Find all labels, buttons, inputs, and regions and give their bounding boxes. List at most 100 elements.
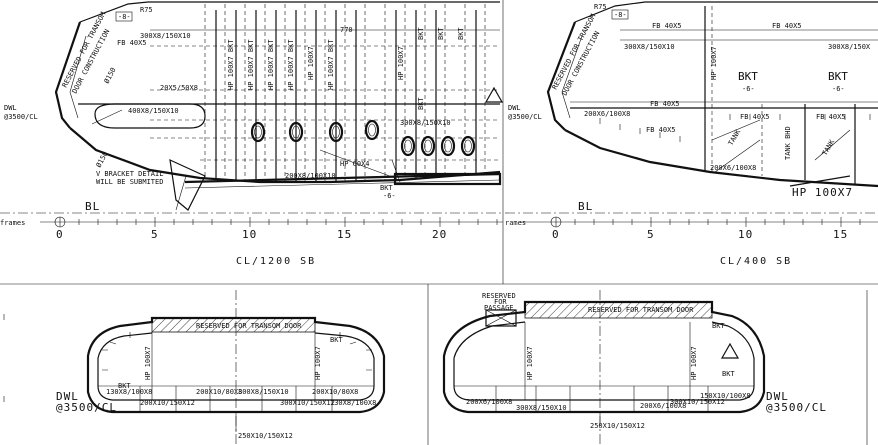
w7-label: 130X8/100X8	[330, 399, 376, 407]
hp-vert-label: HP 100X7	[710, 46, 718, 80]
right-top-view: R75 -8- FB 40X5 FB 40X5 300X8/150X10 300…	[505, 1, 878, 267]
tag-8-label: -8-	[118, 13, 131, 21]
fb-top2-label: FB 40X5	[772, 22, 802, 30]
bkt-label: BKT	[380, 184, 393, 192]
w2-label: 200X10/150X12	[140, 399, 195, 407]
bkt-b-label: BKT	[118, 382, 131, 390]
frames-label: frames	[0, 219, 25, 227]
reserved-hatch-right	[524, 301, 713, 319]
dwl-value-bl: @3500/CL	[56, 401, 117, 414]
shaft-bracket	[393, 172, 502, 186]
web-upper-label: 200X6/100X8	[584, 110, 630, 118]
tick-0: 0	[56, 228, 64, 241]
bkt-a-label-rb: BKT	[712, 322, 725, 330]
tick-5-right: 5	[647, 228, 655, 241]
web-lower-label: 200X6/100X8	[710, 164, 756, 172]
tick-0-right: 0	[552, 228, 560, 241]
vert-label-8: BKT	[417, 27, 425, 40]
right-bottom-section: RESERVED FOR TRANSOM DOOR RESERVED FOR P…	[442, 290, 868, 445]
vert-label-2: HP 100X7 BKT	[247, 39, 255, 90]
rudder-shape	[169, 158, 206, 211]
reserved-small-2: FOR	[494, 298, 507, 306]
dwl-value: @3500/CL	[4, 113, 38, 121]
fb-top-label: FB 40X5	[652, 22, 682, 30]
vert-label-7: HP 100X7	[397, 46, 405, 80]
dwl-value-right: @3500/CL	[508, 113, 542, 121]
fb-low2-label: FB 40X5	[740, 113, 770, 121]
hp-left-label: HP 100X7	[144, 346, 152, 380]
reserved-hatch-left	[151, 317, 316, 333]
tank-label: TANK	[727, 128, 743, 147]
deck-line	[79, 1, 500, 23]
dwl-label-right: DWL	[508, 104, 521, 112]
reserved-label-left: RESERVED FOR TRANSOM DOOR	[196, 322, 302, 330]
dwl-value-rb: @3500/CL	[766, 401, 827, 414]
tick-5: 5	[151, 228, 159, 241]
vert-label-11: BKT	[417, 97, 425, 110]
warning-icon	[484, 86, 504, 103]
bracket-note-1: V BRACKET DETAIL	[96, 170, 163, 178]
hp-right-label-rb: HP 100X7	[690, 346, 698, 380]
reserved-wide-label: RESERVED FOR TRANSOM DOOR	[588, 306, 694, 314]
frame-ticks-right	[555, 217, 861, 227]
w1-label-rb: 200X6/100X8	[466, 398, 512, 406]
girder-label: 400X8/150X10	[128, 107, 179, 115]
w6-label: 200X10/80X8	[312, 388, 358, 396]
w2-label-rb: 300X8/150X10	[516, 404, 567, 412]
w5-label: 300X10/150X12	[280, 399, 335, 407]
bottom-outline-right	[564, 129, 878, 188]
w4-label: 300X8/150X10	[238, 388, 289, 396]
bkt2-label: BKT	[828, 70, 848, 83]
transom-outline-right	[546, 21, 577, 131]
bottom-label-rb: 250X10/150X12	[590, 422, 645, 430]
mid-girder-label: 300X8/150X10	[400, 119, 451, 127]
tick-10: 10	[242, 228, 257, 241]
top-section-label-right: 300X8/150X10	[624, 43, 675, 51]
tick-20: 20	[432, 228, 447, 241]
top-section-label: 300X8/150X10	[140, 32, 191, 40]
left-top-view: R75 -8- 300X8/150X10 FB 40X5 20X5/50X8 4…	[0, 1, 504, 267]
tag-8-label-right: -8-	[614, 11, 627, 19]
bkt2-sub: -6-	[832, 85, 845, 93]
w3-label: 200X10/80X8	[196, 388, 242, 396]
bracket-note-2: WILL BE SUBMITED	[96, 178, 163, 186]
tick-15-right: 15	[833, 228, 848, 241]
shaft-line	[184, 172, 501, 184]
baseline-label-right: BL	[578, 200, 593, 213]
fb-mid-label: FB 40X5	[650, 100, 680, 108]
top-770-label: 770	[340, 26, 353, 34]
frame-ticks	[59, 217, 498, 227]
frame-zero-marker-right	[550, 216, 562, 228]
tank-bhd-label: TANK BHD	[784, 126, 792, 160]
w5-label-rb: 150X10/100X8	[700, 392, 751, 400]
r75-label: R75	[140, 6, 153, 14]
reserved-small-1: RESERVED	[482, 292, 516, 300]
w3-label-rb: 200X6/100X8	[640, 402, 686, 410]
vert-label-6: HP 100X7 BKT	[327, 39, 335, 90]
hull-section-right	[442, 300, 766, 414]
vert-label-3: HP 100X7 BKT	[267, 39, 275, 90]
vert-label-1: HP 100X7 BKT	[227, 39, 235, 90]
dwl-label: DWL	[4, 104, 17, 112]
vert-label-4: HP 100X7 BKT	[287, 39, 295, 90]
dwl-label-rb: DWL	[766, 390, 789, 403]
baseline-label: BL	[85, 200, 100, 213]
passage-box	[485, 309, 517, 327]
tick-15: 15	[337, 228, 352, 241]
reserved-small-3: PASSAGE	[484, 304, 514, 312]
frame-zero-marker	[54, 216, 66, 228]
caption-cl1200: CL/1200 SB	[236, 256, 316, 267]
deck-line-right	[574, 1, 878, 23]
tick-10-right: 10	[738, 228, 753, 241]
girder-opening	[94, 103, 206, 129]
top-section2-label-right: 300X8/150X	[828, 43, 871, 51]
w1-label: 130X8/100X8	[106, 388, 152, 396]
hp-left-label-rb: HP 100X7	[526, 346, 534, 380]
w4-label-rb: 300X10/150X12	[670, 398, 725, 406]
tank2-label: TANK	[821, 138, 837, 157]
top-a-label: 20X5/50X8	[160, 84, 198, 92]
r75-label-right: R75	[594, 3, 607, 11]
fb-right-label: FB 40X5	[816, 113, 846, 121]
frames-label-right: rames	[505, 219, 526, 227]
